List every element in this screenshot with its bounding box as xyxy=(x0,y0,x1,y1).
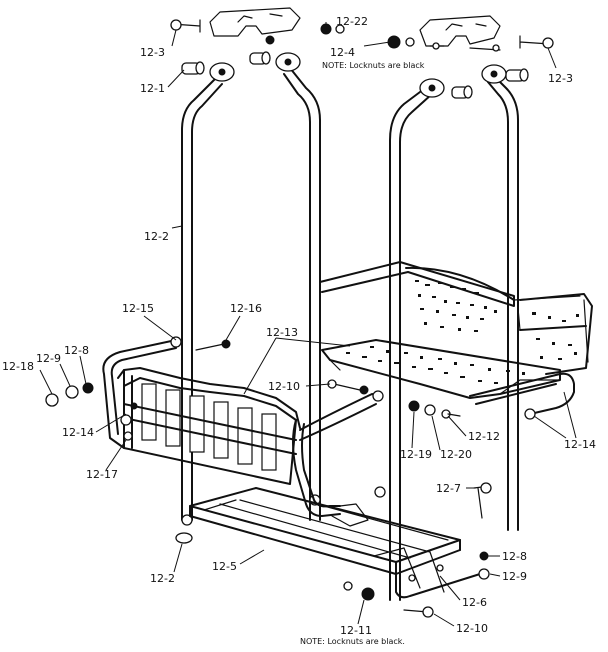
label-12-8-left: 12-8 xyxy=(64,344,89,357)
left-top-bracket xyxy=(209,7,301,37)
bushings xyxy=(181,51,529,99)
label-12-5: 12-5 xyxy=(212,560,237,573)
label-12-3-left: 12-3 xyxy=(140,46,165,59)
left-hanger-frame xyxy=(181,52,321,526)
top-hardware xyxy=(170,19,554,52)
right-hanger-frame xyxy=(389,64,519,601)
seat-back xyxy=(319,261,593,375)
note-locknuts-top: NOTE: Locknuts are black xyxy=(322,61,425,70)
label-12-9-right: 12-9 xyxy=(502,570,527,583)
label-12-10-bottom: 12-10 xyxy=(456,622,488,635)
callout-labels: 12-22 12-3 12-4 12-3 12-1 12-2 12-15 12-… xyxy=(2,15,596,646)
label-12-19: 12-19 xyxy=(400,448,432,461)
label-12-17: 12-17 xyxy=(86,468,118,481)
label-12-14-right: 12-14 xyxy=(564,438,596,451)
label-12-3-right: 12-3 xyxy=(548,72,573,85)
front-seat-arm xyxy=(292,390,384,527)
label-12-8-right: 12-8 xyxy=(502,550,527,563)
seat-hardware xyxy=(45,339,461,498)
label-12-6: 12-6 xyxy=(462,596,487,609)
label-12-22: 12-22 xyxy=(336,15,368,28)
footrest-platform xyxy=(175,487,481,599)
right-side-rail xyxy=(469,372,575,420)
note-locknuts-bottom: NOTE: Locknuts are black. xyxy=(300,637,405,646)
label-12-7: 12-7 xyxy=(436,482,461,495)
seat-back-pattern xyxy=(415,280,579,360)
label-12-14-left: 12-14 xyxy=(62,426,94,439)
label-12-18: 12-18 xyxy=(2,360,34,373)
left-side-rail xyxy=(102,336,182,449)
front-seat xyxy=(117,367,301,485)
seat-pan xyxy=(321,339,561,399)
label-12-2-bottom: 12-2 xyxy=(150,572,175,585)
label-12-15: 12-15 xyxy=(122,302,154,315)
label-12-11: 12-11 xyxy=(340,624,372,637)
label-12-10-mid: 12-10 xyxy=(268,380,300,393)
label-12-13: 12-13 xyxy=(266,326,298,339)
label-12-20: 12-20 xyxy=(440,448,472,461)
front-seat-slats xyxy=(141,383,277,471)
label-12-9-left: 12-9 xyxy=(36,352,61,365)
label-12-4: 12-4 xyxy=(330,46,355,59)
label-12-1: 12-1 xyxy=(140,82,165,95)
leader-lines xyxy=(39,22,577,627)
label-12-16: 12-16 xyxy=(230,302,262,315)
right-top-bracket xyxy=(419,15,501,47)
label-12-12: 12-12 xyxy=(468,430,500,443)
seat-pan-pattern xyxy=(346,346,525,384)
label-12-2-top: 12-2 xyxy=(144,230,169,243)
